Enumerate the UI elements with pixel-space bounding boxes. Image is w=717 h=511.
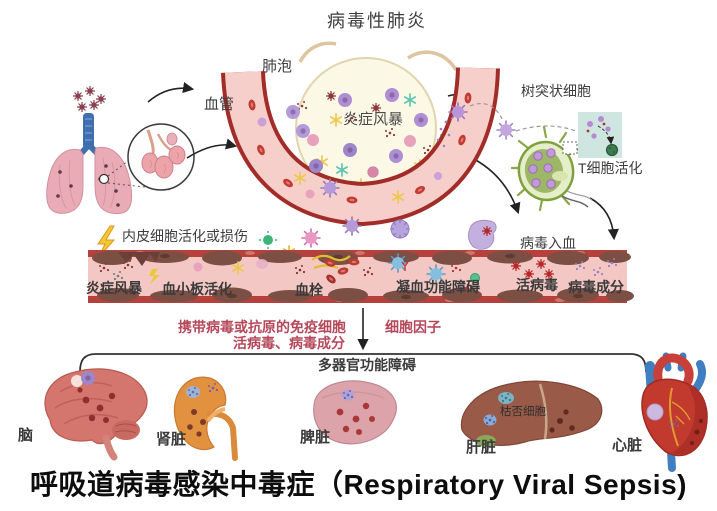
distribution-bracket — [79, 353, 647, 373]
dendritic-cells-label: 树突状细胞 — [521, 83, 591, 99]
arrow-virus-to-blood — [471, 157, 521, 215]
dendritic-cell-icon — [448, 102, 468, 122]
heart-label: 心脏 — [612, 437, 643, 454]
lymph-node-icon — [510, 125, 598, 212]
blood-vessel-band — [88, 250, 634, 303]
virus-to-blood-label: 病毒入血 — [520, 235, 576, 251]
arrow-tcell-to-blood — [589, 197, 619, 241]
liver-label: 肝脏 — [466, 439, 497, 456]
modf-label: 多器官功能障碍 — [318, 357, 416, 373]
alveolus-vessel-illustration — [221, 41, 500, 227]
kidney-label: 肾脏 — [156, 431, 187, 448]
thrombus-illustration — [295, 254, 374, 286]
vessel-label: 血管 — [204, 96, 235, 113]
cytokine-storm-alveolus-label: 炎症风暴 — [343, 111, 404, 128]
organ-liver — [460, 380, 603, 447]
lung-zoom-origin — [98, 173, 110, 185]
alveolus-label: 肺泡 — [262, 58, 293, 75]
band-label-live-virus: 活病毒 — [516, 277, 558, 293]
carrier-components-label: 活病毒、病毒成分 — [233, 335, 345, 351]
migrating-cells — [97, 216, 507, 273]
left-lung — [46, 148, 84, 214]
lymphoid-illustration — [436, 102, 622, 212]
damaged-endothelium — [118, 252, 160, 266]
band-label-coagulopathy: 凝血功能障碍 — [396, 279, 480, 295]
organ-heart — [641, 352, 708, 472]
band-label-thrombus: 血栓 — [295, 282, 323, 298]
band-label-storm: 炎症风暴 — [86, 280, 142, 296]
organ-spleen — [313, 380, 397, 445]
band-label-viral-components: 病毒成分 — [568, 279, 624, 295]
kupffer-cells-label: 枯否细胞 — [500, 406, 546, 418]
endothelium-label: 内皮细胞活化或损伤 — [122, 228, 248, 244]
alveoli-magnifier — [127, 123, 195, 191]
brain-label: 脑 — [18, 427, 34, 444]
organ-kidney — [173, 376, 238, 461]
tcell-activation-box — [578, 112, 622, 158]
spleen-label: 脾脏 — [300, 429, 331, 446]
tcell-activation-label: T细胞活化 — [578, 160, 643, 176]
arrow-to-alveolus — [186, 138, 238, 159]
activated-tcell-icon — [605, 143, 619, 157]
cytokines-label: 细胞因子 — [385, 319, 441, 335]
lungs-illustration — [46, 85, 195, 215]
carrier-cells-label: 携带病毒或抗原的免疫细胞 — [178, 319, 346, 335]
diagram-title: 病毒性肺炎 — [327, 11, 427, 31]
arrow-to-vessel — [147, 82, 195, 103]
organ-brain — [44, 368, 148, 461]
band-label-platelet: 血小板活化 — [162, 281, 232, 297]
dendritic-cell-icon — [496, 120, 516, 140]
lightning-icon — [97, 225, 116, 258]
figure-caption: 呼吸道病毒感染中毒症（Respiratory Viral Sepsis) — [30, 469, 687, 500]
